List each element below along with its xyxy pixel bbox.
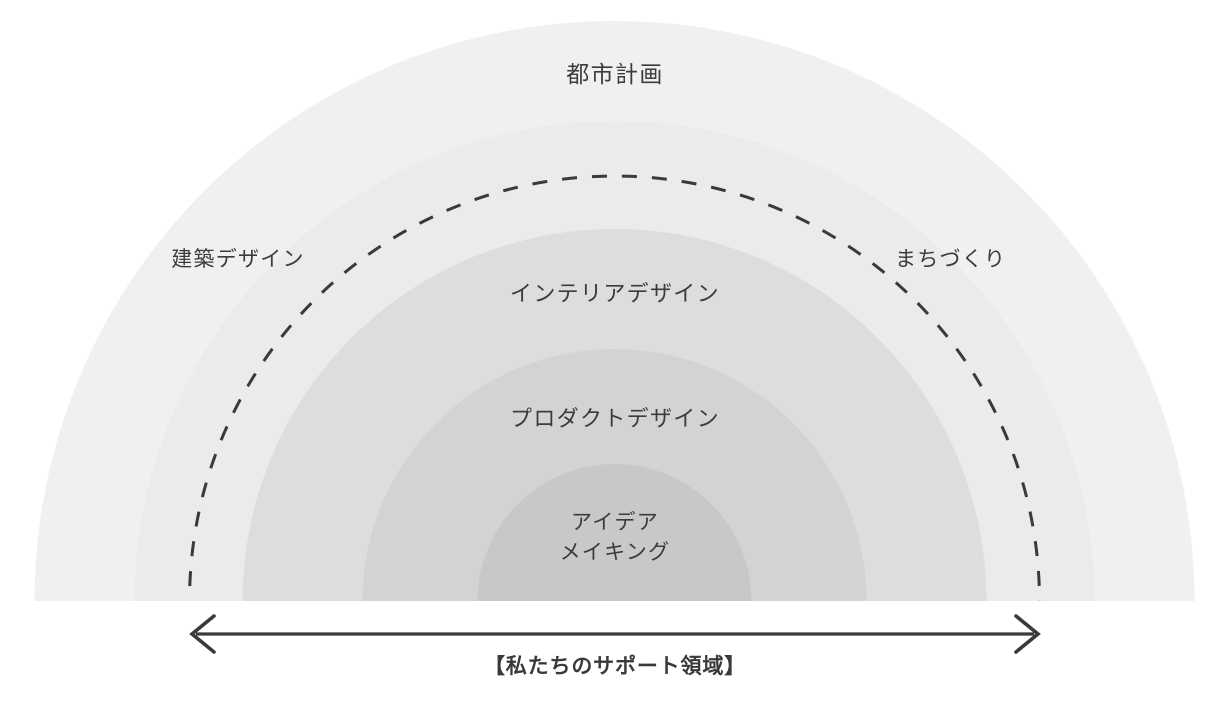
arrow-head-left bbox=[189, 614, 216, 654]
arrow-head-right bbox=[1014, 614, 1041, 654]
ring-idea-making bbox=[477, 464, 752, 601]
ring-group bbox=[34, 21, 1195, 601]
support-scope-caption: 【私たちのサポート領域】 bbox=[483, 655, 747, 678]
scope-arrow bbox=[189, 614, 1041, 654]
